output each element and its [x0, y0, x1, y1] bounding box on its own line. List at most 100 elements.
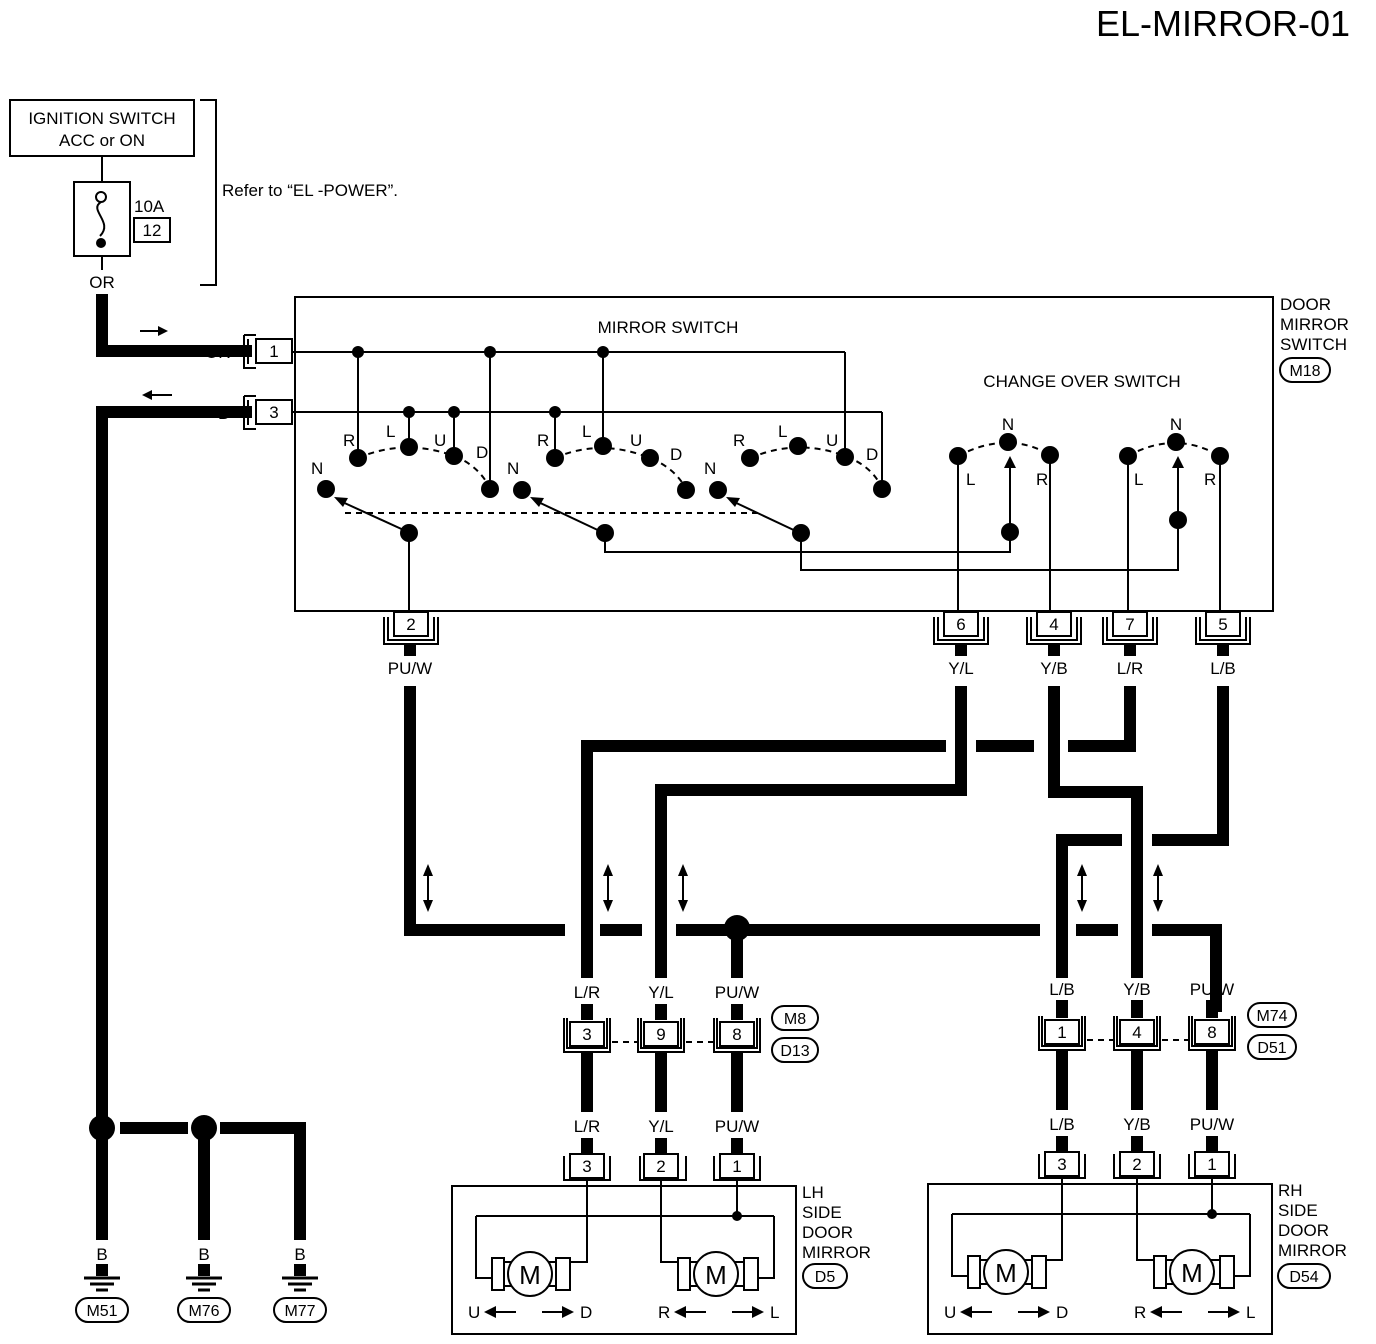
svg-text:D: D — [670, 445, 682, 464]
svg-text:L: L — [1246, 1303, 1255, 1322]
fuse-rating: 10A — [134, 197, 165, 216]
svg-text:D54: D54 — [1289, 1269, 1318, 1286]
svg-text:1: 1 — [1057, 1023, 1066, 1042]
terminal-1: 1 — [243, 334, 293, 369]
svg-text:2: 2 — [406, 615, 415, 634]
svg-text:R: R — [537, 431, 549, 450]
wire-color-lr-switch: L/R — [1117, 659, 1143, 678]
svg-text:D: D — [476, 443, 488, 462]
svg-text:N: N — [311, 459, 323, 478]
ignition-label-1: IGNITION SWITCH — [28, 109, 175, 128]
connector-m18: M18 — [1289, 363, 1320, 380]
mirror-switch-contacts: R L U D N R L U D N R — [311, 346, 1179, 617]
svg-text:3: 3 — [1057, 1155, 1066, 1174]
rh-junction-connector: L/B Y/B PU/W 1 4 8 M74 D51 — [1038, 980, 1297, 1110]
svg-text:L: L — [778, 422, 787, 441]
wire-color-puw-switch: PU/W — [388, 659, 432, 678]
svg-text:D13: D13 — [780, 1043, 809, 1060]
svg-text:3: 3 — [582, 1157, 591, 1176]
svg-text:L/B: L/B — [1049, 980, 1075, 999]
svg-text:PU/W: PU/W — [715, 1117, 759, 1136]
svg-text:R: R — [658, 1303, 670, 1322]
svg-text:R: R — [1036, 470, 1048, 489]
door-mirror-switch-label-1: DOOR — [1280, 295, 1331, 314]
svg-text:MIRROR: MIRROR — [1278, 1241, 1347, 1260]
svg-text:L: L — [386, 422, 395, 441]
svg-text:4: 4 — [1049, 615, 1058, 634]
svg-text:SIDE: SIDE — [1278, 1201, 1318, 1220]
svg-text:U: U — [944, 1303, 956, 1322]
svg-text:B: B — [198, 1245, 209, 1264]
svg-text:PU/W: PU/W — [715, 983, 759, 1002]
wire-color-or: OR — [205, 343, 231, 362]
svg-text:LH: LH — [802, 1183, 824, 1202]
svg-text:D51: D51 — [1257, 1040, 1286, 1057]
wire-color-lb-switch: L/B — [1210, 659, 1236, 678]
mirror-switch-label: MIRROR SWITCH — [598, 318, 739, 337]
svg-text:B: B — [96, 1245, 107, 1264]
ignition-label-2: ACC or ON — [59, 131, 145, 150]
rh-side-door-mirror: L/B Y/B PU/W 3 2 1 RH SIDE DOOR MIRROR D… — [927, 1115, 1347, 1335]
fuse: 10A 12 — [73, 181, 171, 257]
ground-m76: B M76 — [177, 1245, 231, 1323]
svg-text:Y/B: Y/B — [1123, 1115, 1150, 1134]
svg-text:U: U — [826, 431, 838, 450]
svg-text:9: 9 — [656, 1025, 665, 1044]
svg-text:M77: M77 — [284, 1303, 315, 1320]
svg-text:2: 2 — [656, 1157, 665, 1176]
svg-text:D: D — [1056, 1303, 1068, 1322]
svg-text:D: D — [580, 1303, 592, 1322]
svg-text:1: 1 — [732, 1157, 741, 1176]
svg-text:N: N — [704, 459, 716, 478]
svg-text:U: U — [630, 431, 642, 450]
svg-text:L/R: L/R — [574, 983, 600, 1002]
svg-text:Y/L: Y/L — [648, 983, 674, 1002]
lh-side-door-mirror: L/R Y/L PU/W 3 2 1 LH SIDE DOOR MIRROR D… — [451, 1117, 871, 1335]
svg-text:DOOR: DOOR — [802, 1223, 853, 1242]
svg-text:L/R: L/R — [574, 1117, 600, 1136]
svg-text:R: R — [343, 431, 355, 450]
lh-junction-connector: L/R Y/L PU/W 3 9 8 M8 D13 — [563, 983, 819, 1112]
svg-text:M51: M51 — [86, 1303, 117, 1320]
svg-text:D: D — [866, 445, 878, 464]
fuse-number: 12 — [143, 221, 162, 240]
change-over-switch-label: CHANGE OVER SWITCH — [983, 372, 1180, 391]
svg-text:MIRROR: MIRROR — [802, 1243, 871, 1262]
svg-text:M: M — [519, 1260, 541, 1290]
switch-bottom-terminals: 2 6 4 7 5 — [383, 611, 1251, 645]
page-title: EL-MIRROR-01 — [1096, 3, 1350, 44]
svg-text:1: 1 — [1207, 1155, 1216, 1174]
svg-text:R: R — [1204, 470, 1216, 489]
svg-text:PU/W: PU/W — [1190, 980, 1234, 999]
svg-text:RH: RH — [1278, 1181, 1303, 1200]
svg-text:3: 3 — [582, 1025, 591, 1044]
svg-text:U: U — [434, 431, 446, 450]
svg-text:D5: D5 — [815, 1269, 836, 1286]
svg-text:U: U — [468, 1303, 480, 1322]
svg-text:SIDE: SIDE — [802, 1203, 842, 1222]
refer-note: Refer to “EL -POWER”. — [222, 181, 398, 200]
direction-arrows — [423, 864, 1163, 912]
svg-text:6: 6 — [956, 615, 965, 634]
door-mirror-switch-box — [294, 296, 1274, 612]
door-mirror-switch-label-2: MIRROR — [1280, 315, 1349, 334]
ground-m77: B M77 — [273, 1245, 327, 1323]
svg-text:4: 4 — [1132, 1023, 1141, 1042]
wire-color-b: B — [218, 404, 229, 423]
svg-text:8: 8 — [732, 1025, 741, 1044]
svg-text:M74: M74 — [1256, 1008, 1287, 1025]
svg-text:5: 5 — [1218, 615, 1227, 634]
change-over-switch: N L R N L R — [949, 415, 1229, 617]
svg-text:1: 1 — [269, 342, 278, 361]
wire-color-yb-switch: Y/B — [1040, 659, 1067, 678]
harness-wires — [404, 686, 1229, 1012]
ignition-switch: IGNITION SWITCH ACC or ON — [9, 99, 195, 157]
svg-text:M76: M76 — [188, 1303, 219, 1320]
svg-text:7: 7 — [1125, 615, 1134, 634]
svg-text:L: L — [770, 1303, 779, 1322]
wire-color-yl-switch: Y/L — [948, 659, 974, 678]
ground-m51: B M51 — [75, 1245, 129, 1323]
svg-text:8: 8 — [1207, 1023, 1216, 1042]
svg-text:Y/B: Y/B — [1123, 980, 1150, 999]
